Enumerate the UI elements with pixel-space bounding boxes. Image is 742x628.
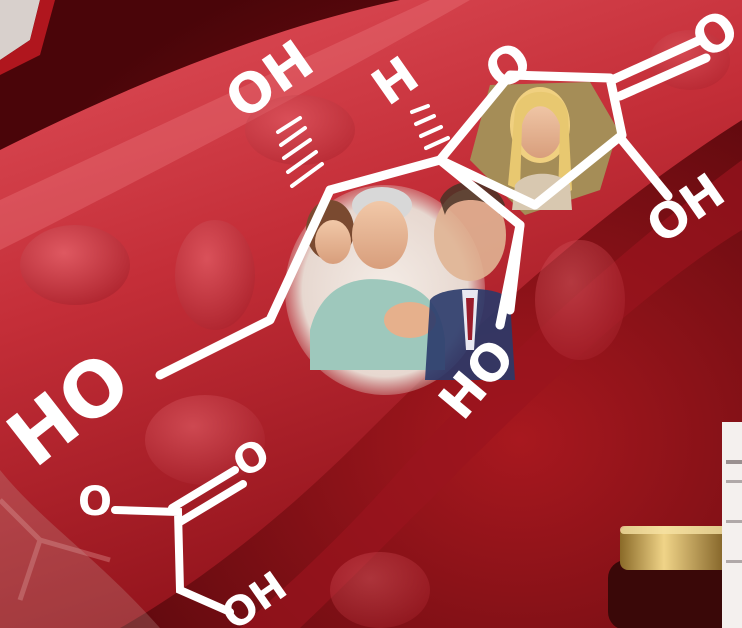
- blood-cell: [330, 552, 430, 628]
- faint-structure: [0, 498, 111, 601]
- blood-cell: [145, 395, 265, 485]
- hashed-wedge-oh: [276, 116, 324, 188]
- ascorbic-acid-molecule: [155, 35, 711, 380]
- label-o-left: O: [78, 479, 112, 525]
- blood-cell: [20, 225, 130, 305]
- glass-reflection: [0, 470, 160, 628]
- couple-photo: [285, 181, 515, 395]
- blood-cell: [175, 220, 255, 330]
- corner-badge-edge: [0, 0, 55, 75]
- hashed-wedge-h: [410, 104, 450, 150]
- blood-cell: [535, 240, 625, 360]
- corner-badge: [0, 0, 40, 60]
- product-box: [722, 422, 742, 628]
- carboxyl-fragment: [111, 466, 247, 616]
- vessel-highlight: [0, 0, 470, 250]
- supplement-bottle: [608, 526, 742, 628]
